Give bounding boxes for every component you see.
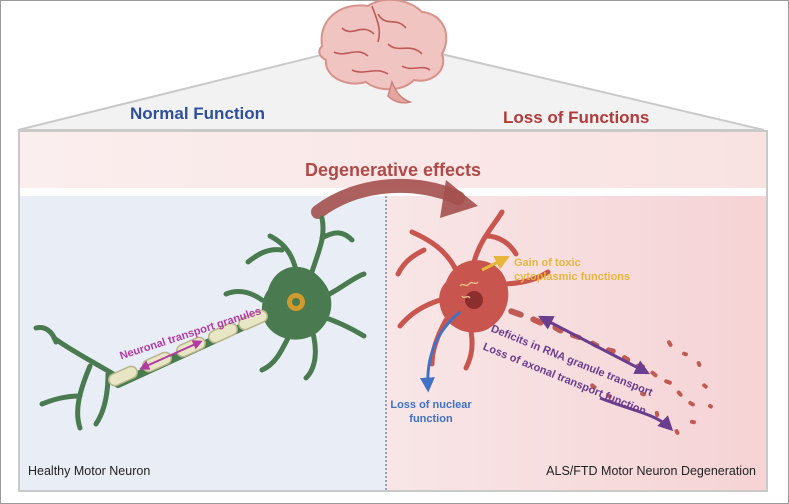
healthy-neuron-icon [33, 215, 367, 431]
loss-nuclear-label-line1: Loss of nuclear [390, 399, 472, 411]
gain-toxic-label-line2: cytoplasmic functions [514, 271, 631, 283]
normal-function-heading: Normal Function [130, 104, 266, 123]
loss-of-functions-heading: Loss of Functions [503, 108, 650, 127]
gain-toxic-label: Gain of toxic cytoplasmic functions [514, 256, 630, 284]
degenerative-effects-arrow-icon [311, 178, 478, 219]
degenerative-effects-title: Degenerative effects [304, 160, 482, 180]
loss-nuclear-label-line2: function [409, 413, 453, 425]
als-ftd-caption: ALS/FTD Motor Neuron Degeneration [546, 464, 756, 478]
gain-toxic-label-line1: Gain of toxic [514, 257, 581, 269]
loss-nuclear-label: Loss of nuclear function [388, 398, 474, 426]
healthy-motor-neuron-caption: Healthy Motor Neuron [28, 464, 151, 478]
degenerative-effects-band [20, 132, 766, 188]
panel-divider [385, 196, 387, 490]
degenerating-neuron-icon [395, 209, 713, 435]
